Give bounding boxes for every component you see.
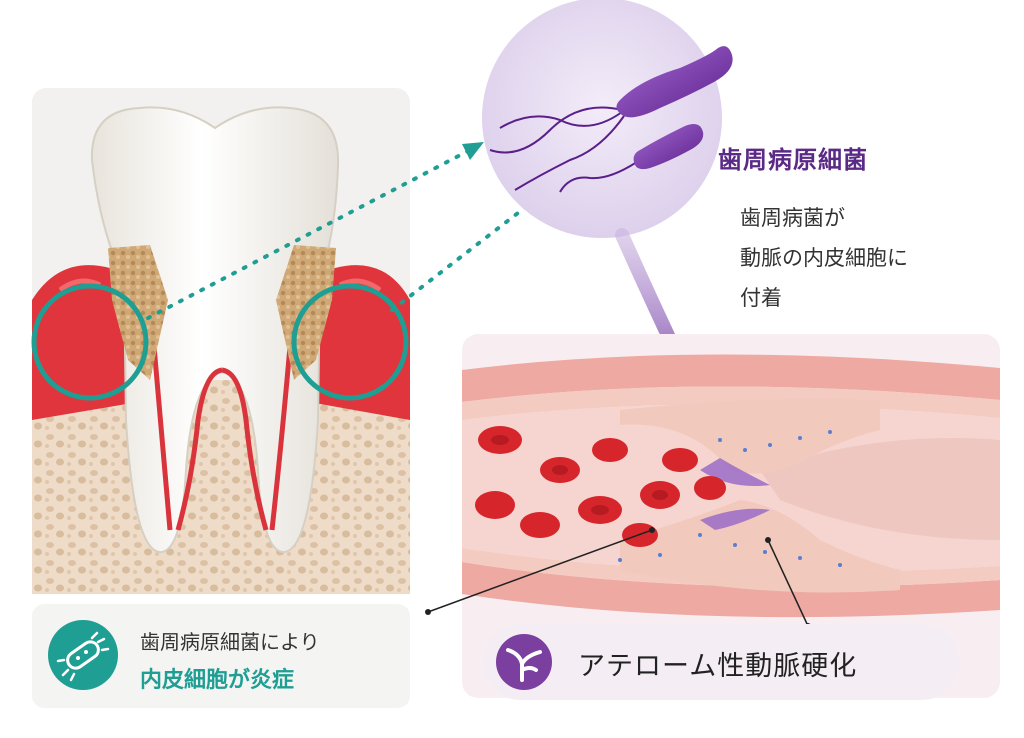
bacteria-title: 歯周病原細菌: [718, 146, 868, 174]
bacteria-bubble: [482, 0, 722, 238]
dotted-arrow-2: [390, 194, 542, 312]
leader-line-right: [767, 539, 809, 627]
bacterium-small: [633, 124, 704, 170]
bacteria-icon: [48, 620, 118, 690]
bacteria-description-line: 動脈の内皮細胞に: [740, 246, 908, 270]
bacterium-large: [616, 46, 733, 118]
atherosclerosis-label: アテローム性動脈硬化: [578, 651, 858, 682]
leader-line-left: [427, 529, 653, 613]
artery-branch-icon: [496, 634, 552, 690]
inflammation-ring-left: [31, 283, 149, 401]
root-canal: [147, 299, 297, 531]
particles: [618, 430, 842, 567]
tartar-right: [276, 245, 336, 380]
atherosclerosis-caption: アテローム性動脈硬化: [482, 624, 960, 700]
tooth: [90, 106, 340, 554]
inflammation-ring-right: [291, 283, 409, 401]
dotted-arrow-1: [146, 148, 472, 320]
bacteria-description-line: 付着: [740, 286, 782, 310]
plaque-top: [620, 398, 880, 474]
inflammation-caption-line2: 内皮細胞が炎症: [140, 668, 295, 693]
plaque-bottom: [620, 500, 900, 593]
inflammation-caption-line1: 歯周病原細菌により: [140, 630, 320, 654]
inflammation-caption: 歯周病原細菌により 内皮細胞が炎症: [32, 604, 410, 708]
artery-wall-top: [462, 354, 1000, 402]
jaw-bone: [32, 380, 410, 594]
bacteria-description: 歯周病菌が 動脈の内皮細胞に 付着: [740, 198, 1010, 318]
artery-wall-bottom: [462, 562, 1000, 618]
bacteria-description-line: 歯周病菌が: [740, 206, 845, 230]
